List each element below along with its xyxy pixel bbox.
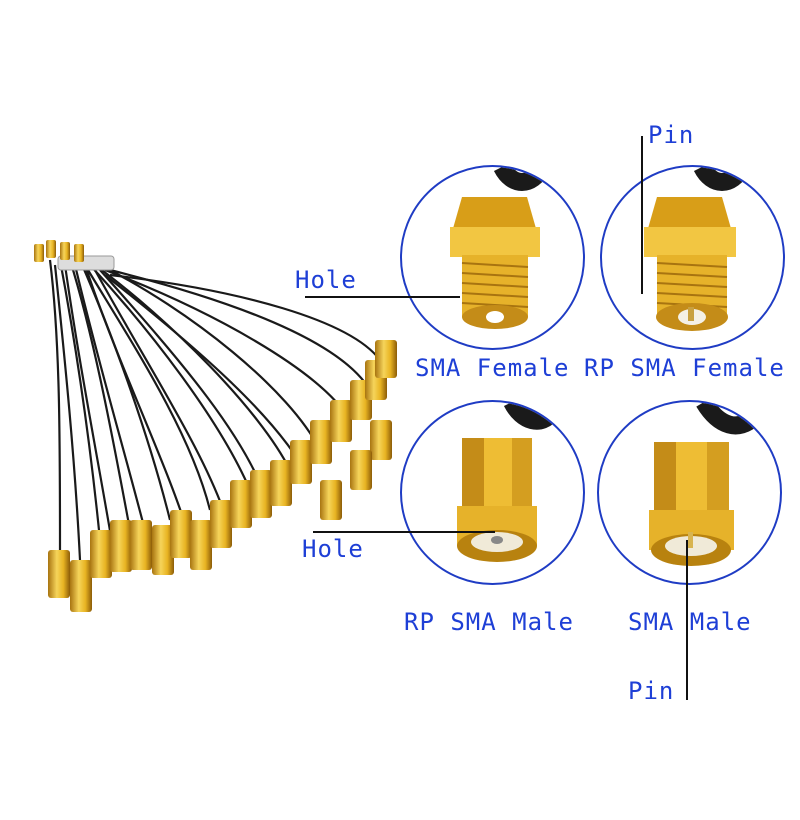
- pin-label-bottom: Pin: [628, 677, 675, 705]
- pin-bottom-leader: [686, 540, 688, 700]
- hole-label-top: Hole: [295, 266, 357, 294]
- pin-label-top: Pin: [648, 121, 695, 149]
- rp-sma-female-label: RP SMA Female: [584, 354, 785, 382]
- sma-female-photo: [400, 165, 585, 350]
- sma-male-photo: [597, 400, 782, 585]
- product-image: Hole Pin SMA Female RP SMA Female Hole R…: [34, 121, 785, 705]
- pin-top-leader: [641, 136, 643, 294]
- cable-bundle-image: [34, 240, 397, 612]
- hole-top-leader: [305, 296, 460, 298]
- hole-label-bottom: Hole: [302, 535, 364, 563]
- sma-female-label: SMA Female: [415, 354, 570, 382]
- hole-bottom-leader: [313, 531, 495, 533]
- sma-male-label: SMA Male: [628, 608, 752, 636]
- rp-sma-female-photo: [600, 165, 785, 350]
- rp-sma-male-label: RP SMA Male: [404, 608, 574, 636]
- rp-sma-male-photo: [400, 400, 585, 585]
